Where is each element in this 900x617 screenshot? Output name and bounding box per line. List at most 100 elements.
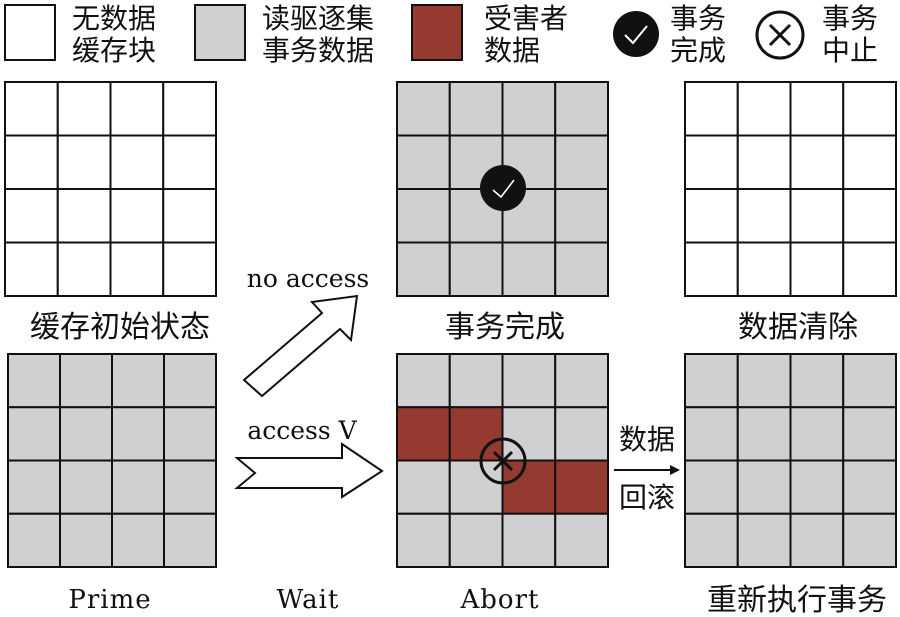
access-arrow (234, 442, 384, 499)
cache-cell (109, 81, 165, 137)
cache-cell-victim (396, 406, 451, 462)
cache-cell (396, 134, 451, 190)
caption-cleared: 数据清除 (738, 310, 858, 345)
legend-swatch-empty (4, 4, 56, 61)
cache-cell (396, 353, 451, 409)
cache-cell (554, 188, 609, 244)
cache-cell (448, 353, 504, 409)
cache-cell (789, 81, 845, 137)
cache-cell (684, 134, 739, 190)
caption-wait: Wait (277, 585, 340, 615)
cache-cell (4, 81, 59, 137)
cache-cell-victim (554, 459, 609, 515)
caption-prime: Prime (68, 585, 151, 615)
rollback-label-line1: 数据 (619, 423, 675, 456)
cache-cell (4, 241, 59, 297)
cache-cell (842, 353, 897, 409)
cache-cell (448, 241, 504, 297)
cache-grid-commit (396, 81, 609, 297)
cache-cell (842, 459, 897, 515)
caption-abort: Abort (460, 585, 540, 615)
cache-cell (162, 241, 217, 297)
cache-cell (501, 241, 557, 297)
cache-cell (56, 188, 112, 244)
cache-cell (684, 459, 739, 515)
cache-cell (736, 459, 792, 515)
cache-cell (396, 241, 451, 297)
cache-cell (684, 188, 739, 244)
cache-cell (789, 406, 845, 462)
legend-item-empty: 无数据 缓存块 (4, 2, 156, 67)
cache-cell (56, 81, 112, 137)
cache-cell (162, 81, 217, 137)
cache-cell (396, 512, 451, 568)
legend-item-prime: 读驱逐集 事务数据 (194, 2, 374, 67)
cache-cell (789, 512, 845, 568)
cache-cell (163, 512, 217, 568)
no-access-label: no access (247, 264, 369, 293)
legend-prime-line1: 读驱逐集 (262, 2, 374, 35)
cache-cell (554, 353, 609, 409)
cache-cell (842, 512, 897, 568)
legend-victim-line2: 数据 (484, 34, 540, 67)
legend-item-commit: 事务 完成 (613, 2, 726, 67)
cache-cell (109, 188, 165, 244)
cache-cell (789, 459, 845, 515)
cache-cell (554, 81, 609, 137)
cache-cell (789, 188, 845, 244)
legend-empty-line1: 无数据 (72, 2, 156, 35)
cache-cell (448, 188, 504, 244)
cache-cell (111, 512, 165, 568)
cache-cell (684, 81, 739, 137)
legend-prime-line2: 事务数据 (262, 34, 374, 67)
legend-swatch-victim (411, 4, 463, 61)
caption-initial: 缓存初始状态 (30, 310, 210, 345)
cache-cell (789, 134, 845, 190)
legend: 无数据 缓存块 读驱逐集 事务数据 受害者 数据 事务 完成 事务 (4, 2, 878, 67)
cache-cell (7, 459, 61, 515)
cache-cell (842, 134, 897, 190)
cache-grid-abort (396, 353, 609, 568)
legend-commit-line1: 事务 (670, 2, 726, 35)
cache-cell (7, 512, 61, 568)
cache-cell (162, 134, 217, 190)
cache-cell (4, 188, 59, 244)
cache-cell (501, 512, 557, 568)
cache-grid-reexec (684, 353, 897, 568)
cache-cell (162, 188, 217, 244)
cache-cell (842, 241, 897, 297)
cache-cell (554, 241, 609, 297)
cache-cell (163, 406, 217, 462)
cache-cell (4, 134, 59, 190)
cache-cell (554, 406, 609, 462)
legend-abort-line1: 事务 (822, 2, 878, 35)
access-label: access V (247, 416, 357, 445)
cache-cell (684, 512, 739, 568)
cache-cell (684, 353, 739, 409)
cross-circle-icon (755, 10, 805, 60)
cache-cell (59, 512, 113, 568)
rollback-label-line2: 回滚 (619, 481, 675, 514)
legend-item-abort: 事务 中止 (755, 2, 878, 67)
cache-grid-cleared (684, 81, 897, 297)
cache-cell (56, 134, 112, 190)
caption-reexec: 重新执行事务 (707, 583, 887, 617)
cache-cell (448, 81, 504, 137)
cache-cell (554, 134, 609, 190)
legend-commit-line2: 完成 (670, 34, 726, 67)
cache-cell (396, 81, 451, 137)
rollback-arrow (614, 465, 680, 475)
cache-cell (789, 353, 845, 409)
cache-cell (842, 406, 897, 462)
commit-marker-icon (480, 165, 526, 211)
legend-empty-line2: 缓存块 (72, 34, 156, 67)
cache-cell (554, 512, 609, 568)
cache-cell (109, 134, 165, 190)
cache-cell (111, 406, 165, 462)
legend-abort-line2: 中止 (822, 34, 878, 67)
cache-cell (842, 188, 897, 244)
caption-commit: 事务完成 (445, 310, 565, 345)
cache-cell (789, 241, 845, 297)
cache-cell (736, 512, 792, 568)
